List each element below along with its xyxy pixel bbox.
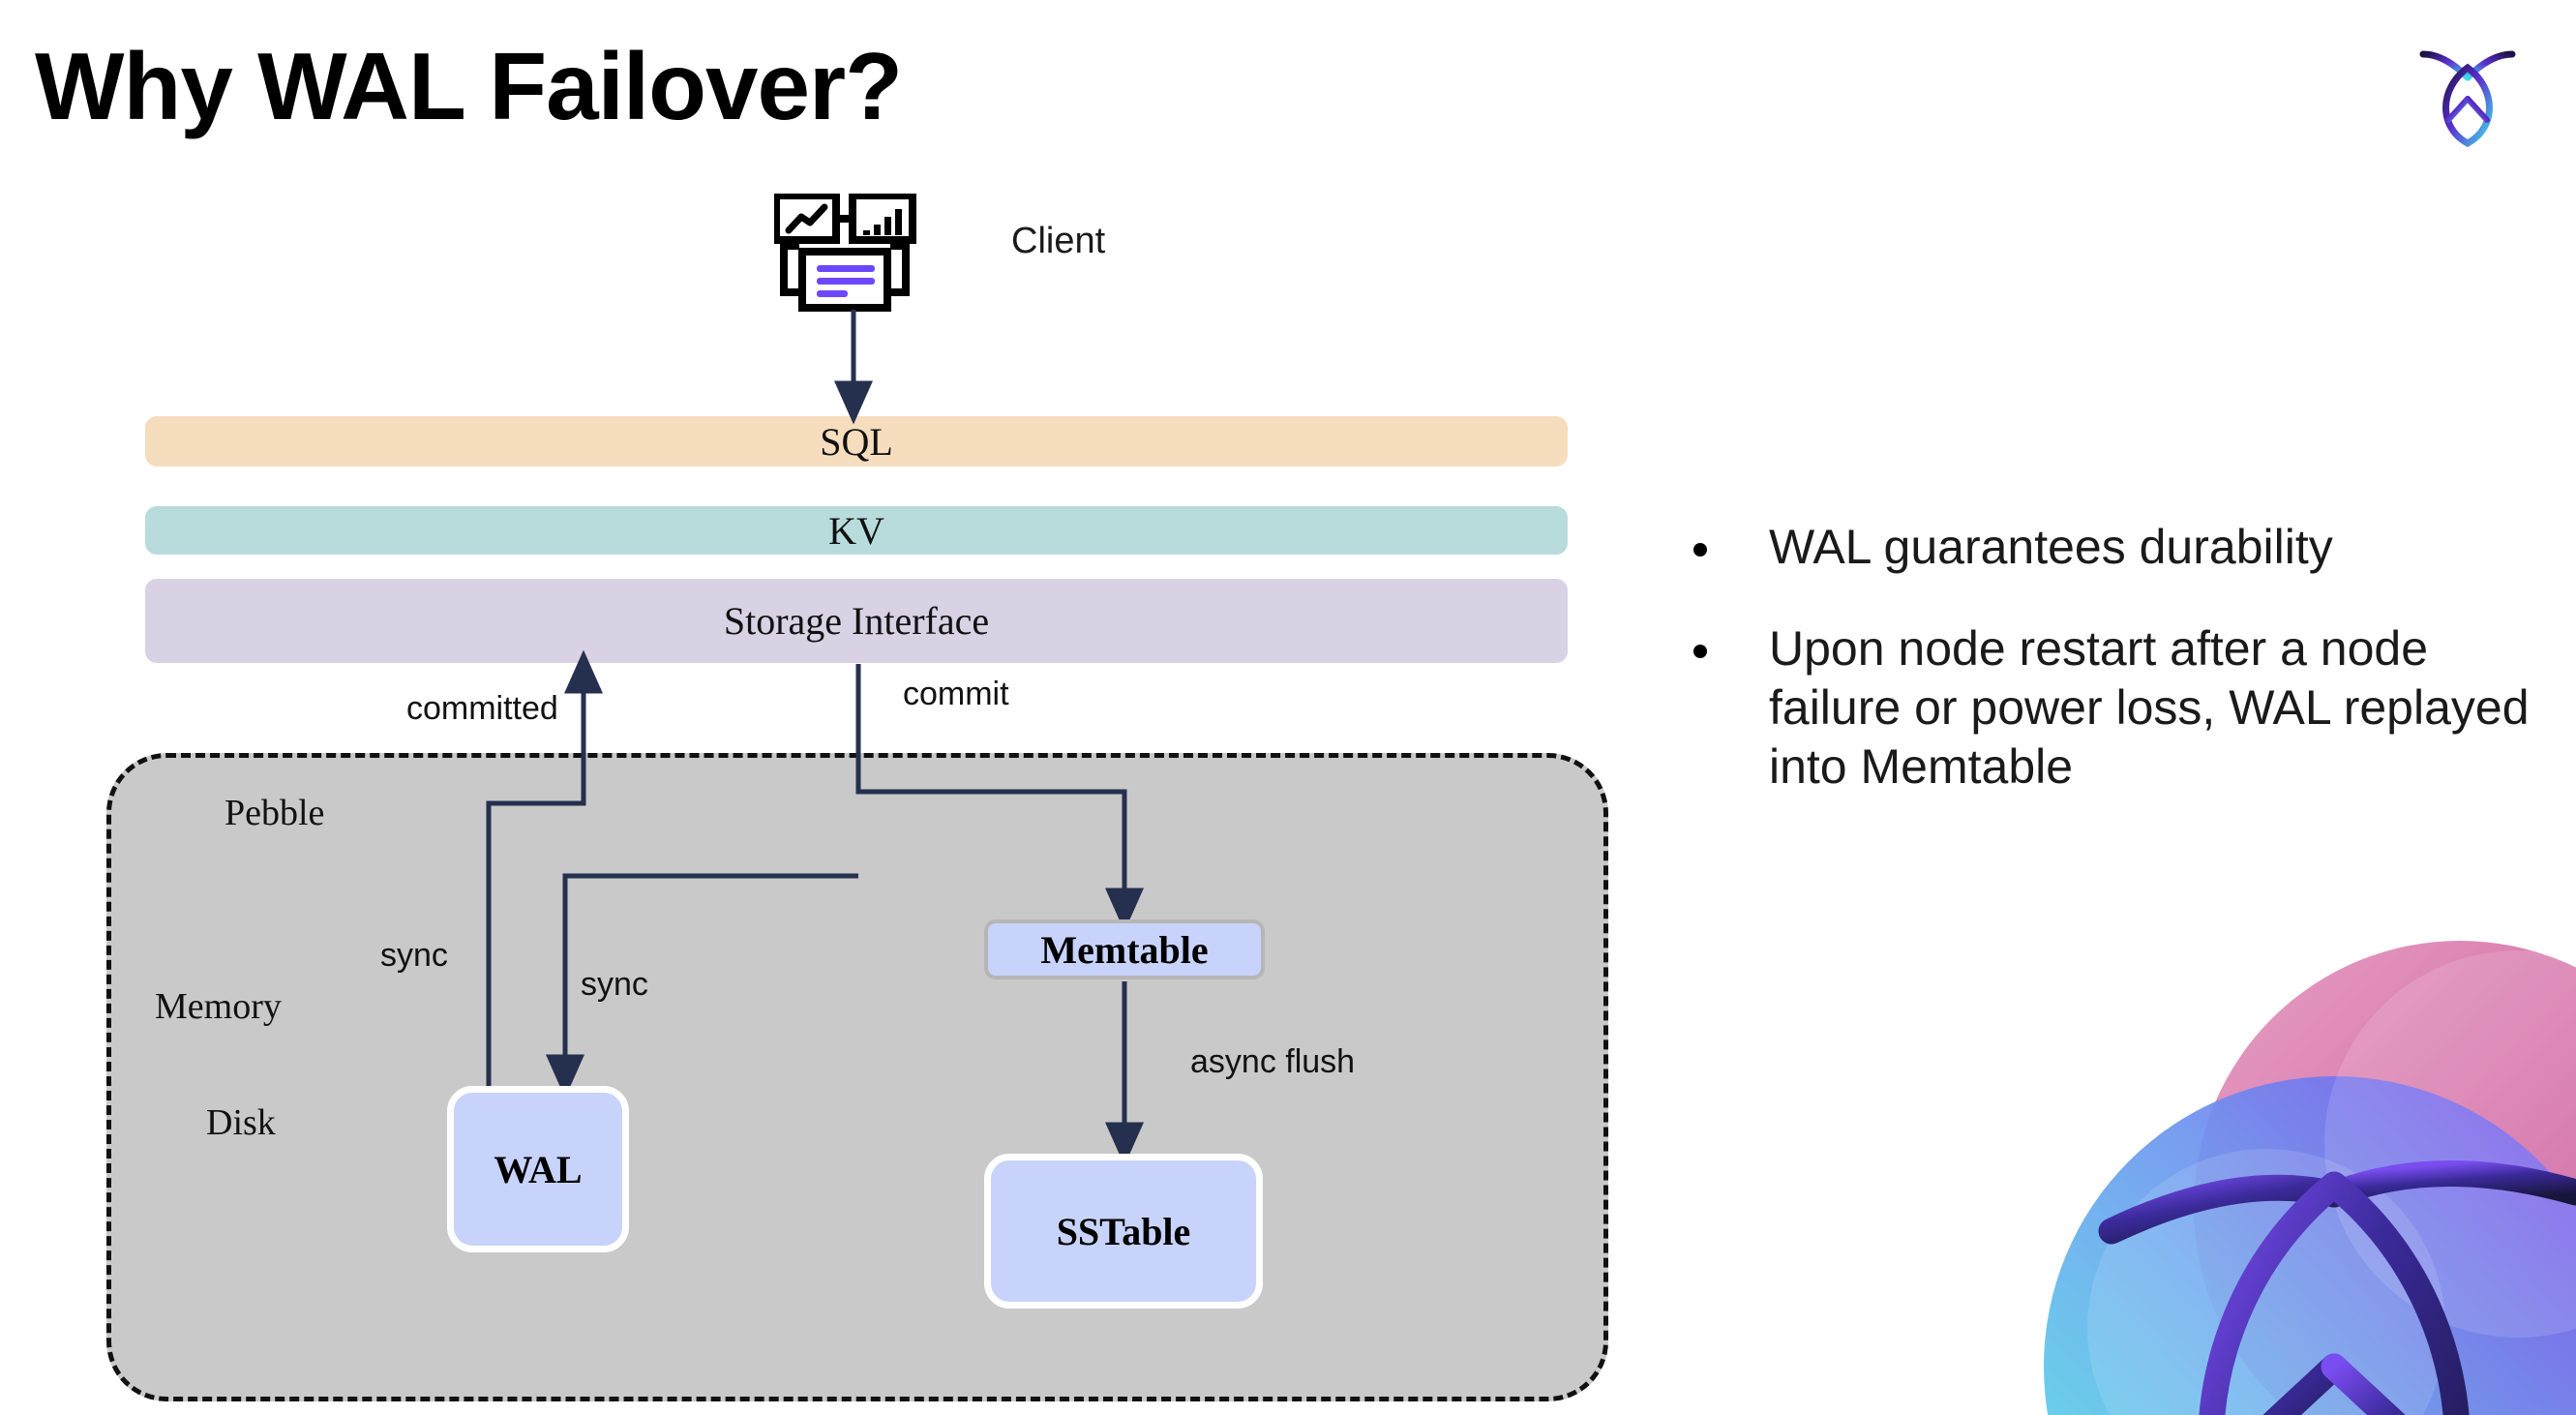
bullet-dot-icon — [1693, 645, 1707, 658]
pebble-label: Pebble — [225, 793, 325, 833]
node-sstable: SSTable — [984, 1154, 1263, 1309]
client-dashboard-icon — [772, 192, 929, 312]
gradient-circles-artwork — [1918, 912, 2576, 1415]
bullet-text: WAL guarantees durability — [1769, 520, 2333, 574]
edge-label-async-flush: async flush — [1190, 1043, 1356, 1080]
stack-layer-kv: KV — [145, 506, 1568, 555]
stack-layer-storage-interface-label: Storage Interface — [723, 599, 990, 643]
edge-label-committed: committed — [406, 690, 558, 727]
pebble-container — [106, 753, 1608, 1401]
edge-label-commit: commit — [903, 676, 1009, 712]
bullet-dot-icon — [1693, 543, 1707, 557]
memory-region-label: Memory — [155, 986, 282, 1027]
node-wal-label: WAL — [494, 1147, 583, 1191]
disk-region-label: Disk — [206, 1102, 276, 1143]
client-label: Client — [1011, 221, 1106, 261]
list-item: Upon node restart after a node failure o… — [1693, 619, 2545, 797]
node-memtable: Memtable — [984, 919, 1265, 979]
stack-layer-sql: SQL — [145, 416, 1568, 467]
stack-layer-sql-label: SQL — [820, 419, 893, 464]
edge-label-sync-b: sync — [581, 966, 648, 1003]
page-title: Why WAL Failover? — [35, 33, 903, 139]
stack-layer-kv-label: KV — [828, 508, 884, 553]
edge-label-sync-a: sync — [380, 937, 448, 974]
list-item: WAL guarantees durability — [1693, 518, 2545, 577]
stack-layer-storage-interface: Storage Interface — [145, 579, 1568, 663]
node-memtable-label: Memtable — [1040, 927, 1209, 972]
node-wal: WAL — [447, 1086, 629, 1252]
bullet-list: WAL guarantees durability Upon node rest… — [1693, 518, 2545, 839]
cockroach-labs-logo — [2413, 39, 2522, 147]
bullet-text: Upon node restart after a node failure o… — [1769, 621, 2530, 794]
node-sstable-label: SSTable — [1056, 1209, 1191, 1253]
